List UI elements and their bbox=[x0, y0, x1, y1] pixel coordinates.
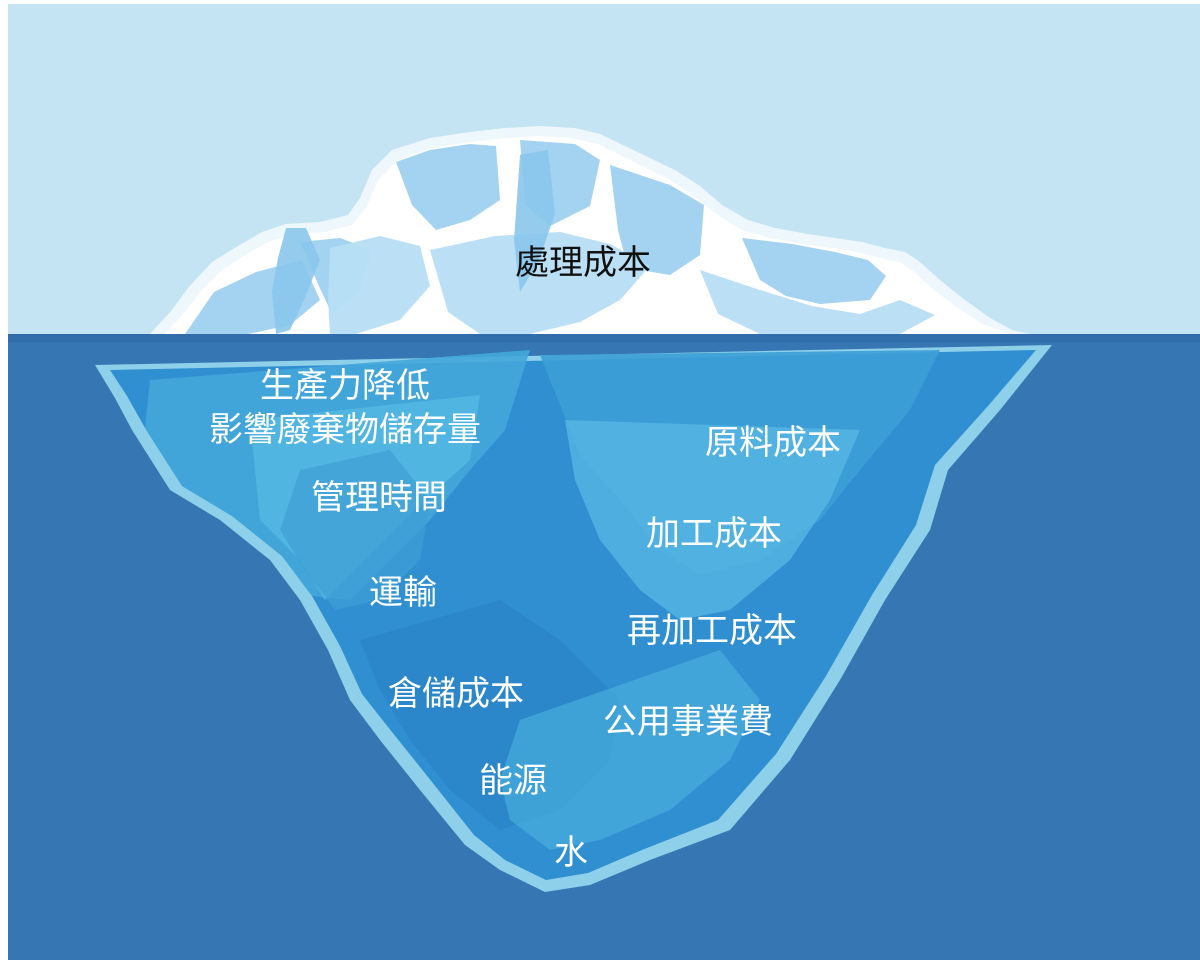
iceberg-underwater-facet bbox=[280, 450, 430, 610]
left-group-line-1: 生產力降低 bbox=[260, 366, 430, 406]
waterline bbox=[8, 334, 1200, 342]
iceberg-underwater-facet bbox=[500, 650, 760, 850]
underwater-item-label: 加工成本 bbox=[646, 514, 782, 554]
underwater-item-label: 運輸 bbox=[369, 573, 437, 613]
underwater-item-label: 水 bbox=[554, 833, 588, 873]
iceberg-top-shadow bbox=[430, 232, 650, 334]
underwater-item-label: 原料成本 bbox=[705, 423, 841, 463]
above-water-label: 處理成本 bbox=[515, 243, 651, 283]
iceberg-underwater-facet bbox=[565, 420, 860, 620]
underwater-item-label: 再加工成本 bbox=[627, 611, 797, 651]
iceberg-top-shadow bbox=[272, 228, 320, 334]
iceberg-top-shadow bbox=[610, 165, 704, 275]
underwater-item-label: 公用事業費 bbox=[603, 702, 773, 742]
iceberg-top-shadow bbox=[742, 238, 886, 304]
underwater-item-label: 倉儲成本 bbox=[388, 674, 524, 714]
iceberg-top-shadow bbox=[396, 144, 500, 230]
left-group-label: 生產力降低 影響廢棄物儲存量 bbox=[196, 364, 494, 452]
iceberg-top-shadow bbox=[514, 150, 555, 292]
underwater-item-label: 管理時間 bbox=[311, 478, 447, 518]
left-group-line-2: 影響廢棄物儲存量 bbox=[209, 410, 481, 450]
iceberg-top-shadow bbox=[328, 236, 430, 334]
iceberg-top-shadow bbox=[700, 270, 935, 334]
underwater-item-label: 能源 bbox=[479, 761, 547, 801]
